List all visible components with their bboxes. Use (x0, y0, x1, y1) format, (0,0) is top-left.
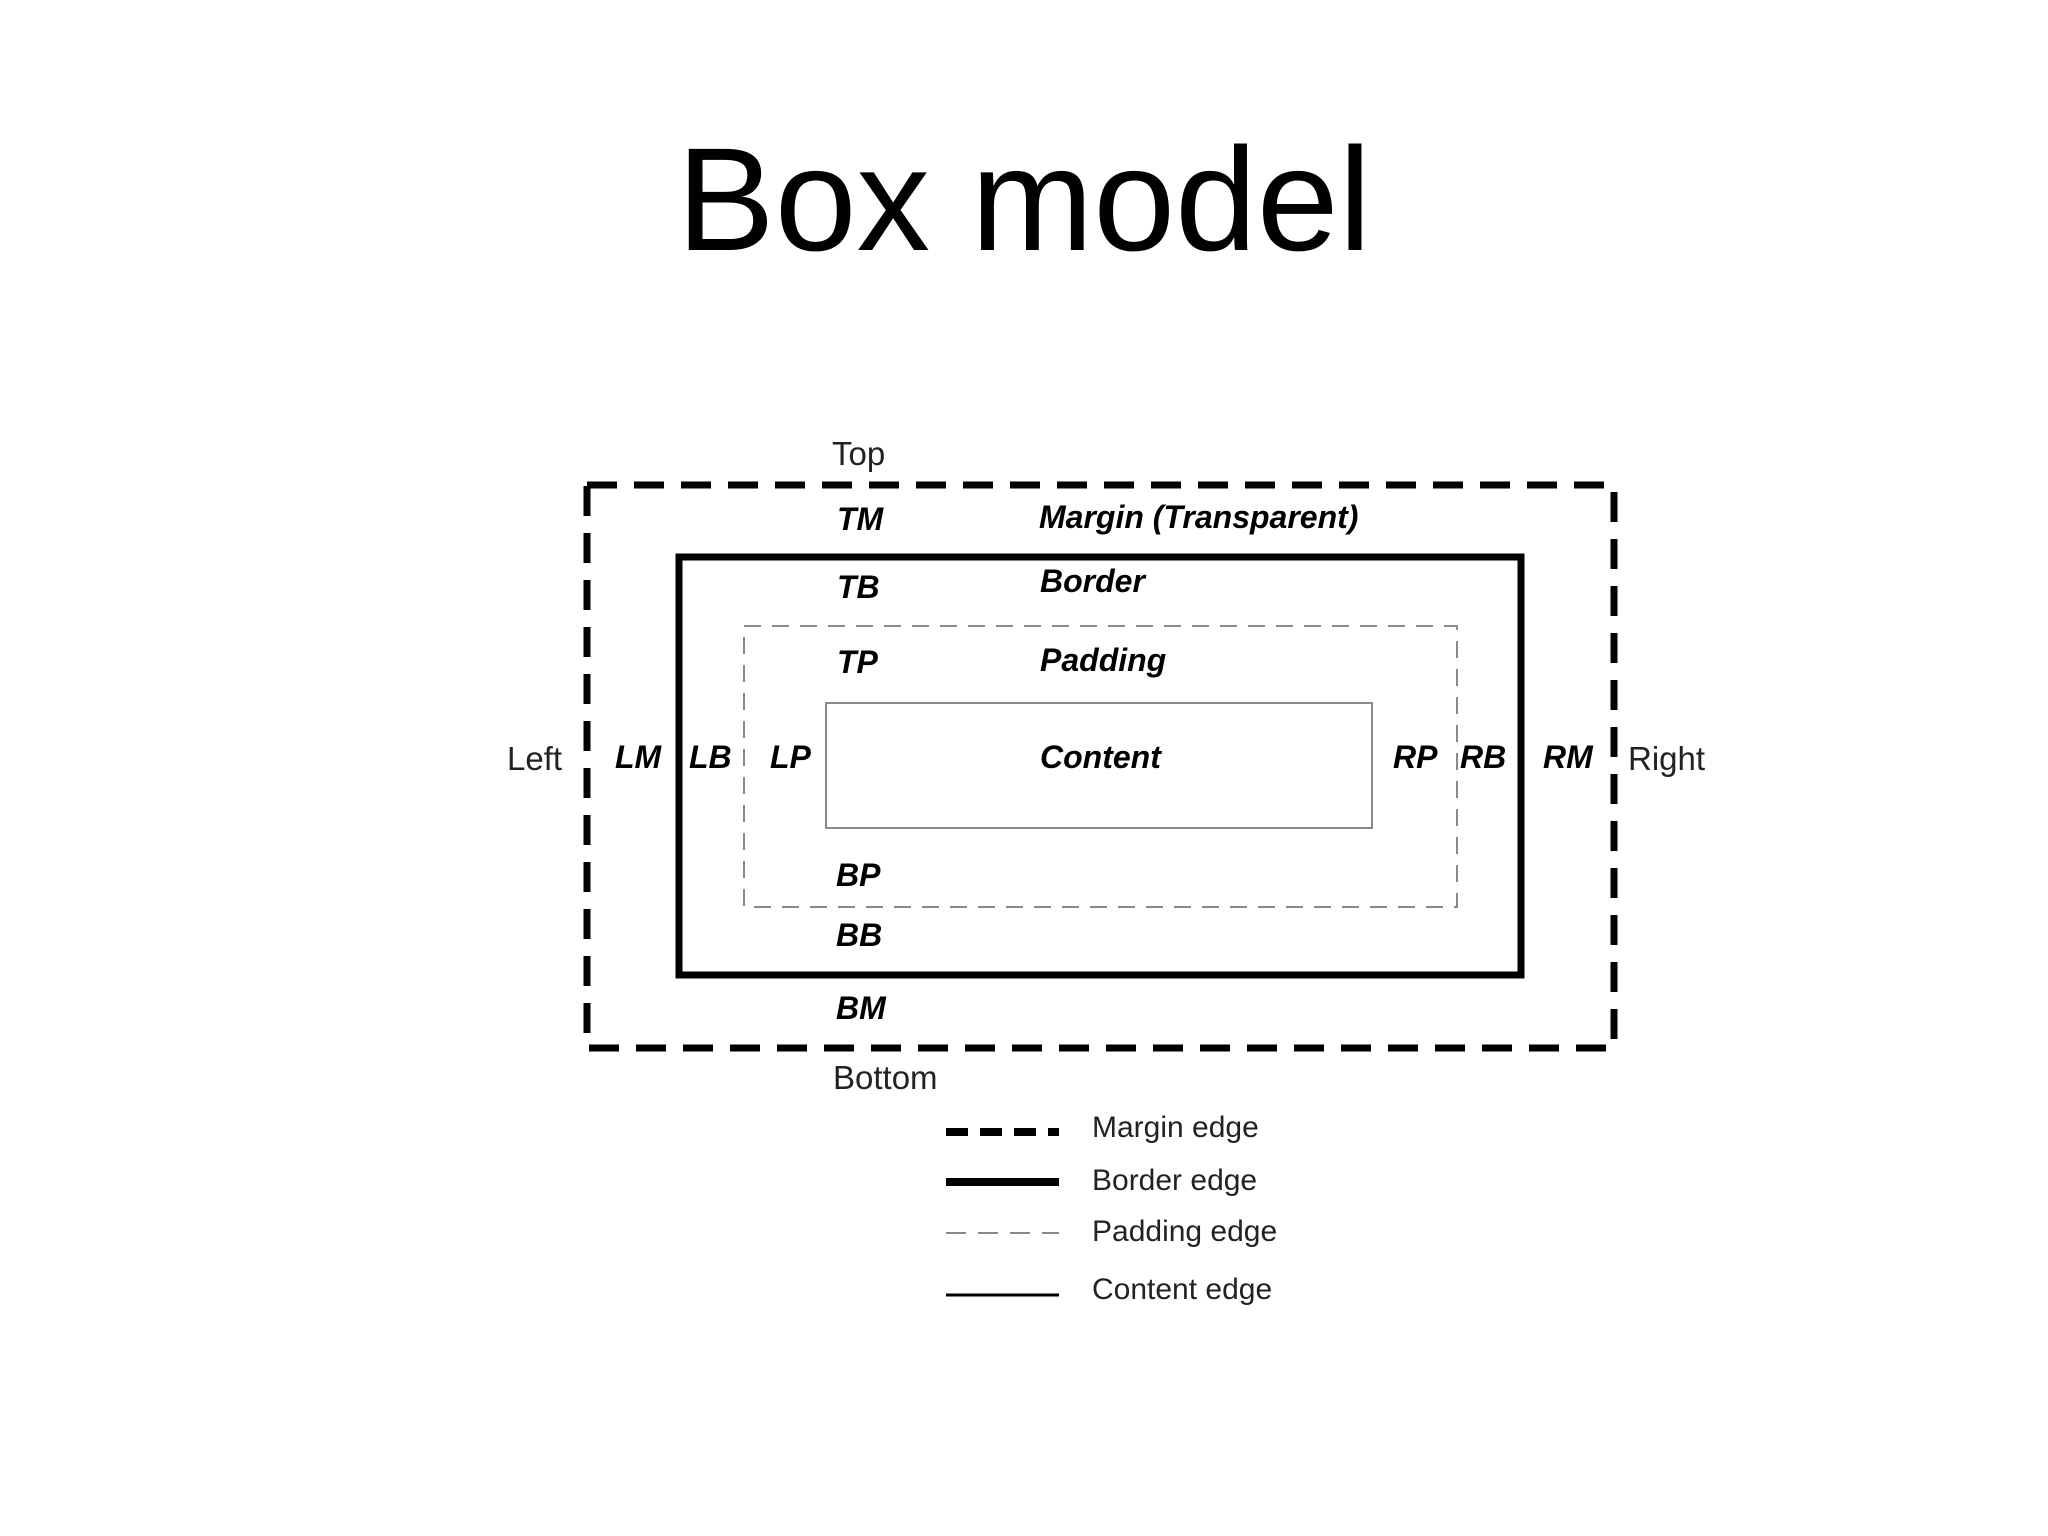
legend-border-label: Border edge (1092, 1164, 1257, 1197)
lb-label: LB (689, 739, 732, 775)
bm-label: BM (836, 990, 887, 1026)
legend-padding-label: Padding edge (1092, 1215, 1277, 1248)
margin-layer-label: Margin (Transparent) (1039, 499, 1358, 535)
tb-label: TB (837, 569, 880, 605)
page-title: Box model (676, 118, 1372, 282)
top-label: Top (832, 435, 885, 472)
bb-label: BB (836, 917, 882, 953)
legend-margin-label: Margin edge (1092, 1111, 1259, 1144)
tm-label: TM (837, 501, 885, 537)
legend: Margin edge Border edge Padding edge Con… (946, 1111, 1277, 1306)
rm-label: RM (1543, 739, 1594, 775)
rb-label: RB (1460, 739, 1506, 775)
bp-label: BP (836, 857, 881, 893)
padding-edge (743, 625, 1458, 908)
border-layer-label: Border (1040, 563, 1146, 599)
lm-label: LM (615, 739, 663, 775)
padding-layer-label: Padding (1040, 642, 1166, 678)
bottom-label: Bottom (833, 1059, 938, 1096)
left-label: Left (507, 740, 562, 777)
legend-content-label: Content edge (1092, 1273, 1272, 1306)
right-label: Right (1628, 740, 1705, 777)
rp-label: RP (1393, 739, 1438, 775)
content-edge (825, 702, 1373, 829)
border-edge (675, 553, 1525, 979)
content-layer-label: Content (1040, 739, 1162, 775)
tp-label: TP (837, 644, 879, 680)
lp-label: LP (770, 739, 812, 775)
